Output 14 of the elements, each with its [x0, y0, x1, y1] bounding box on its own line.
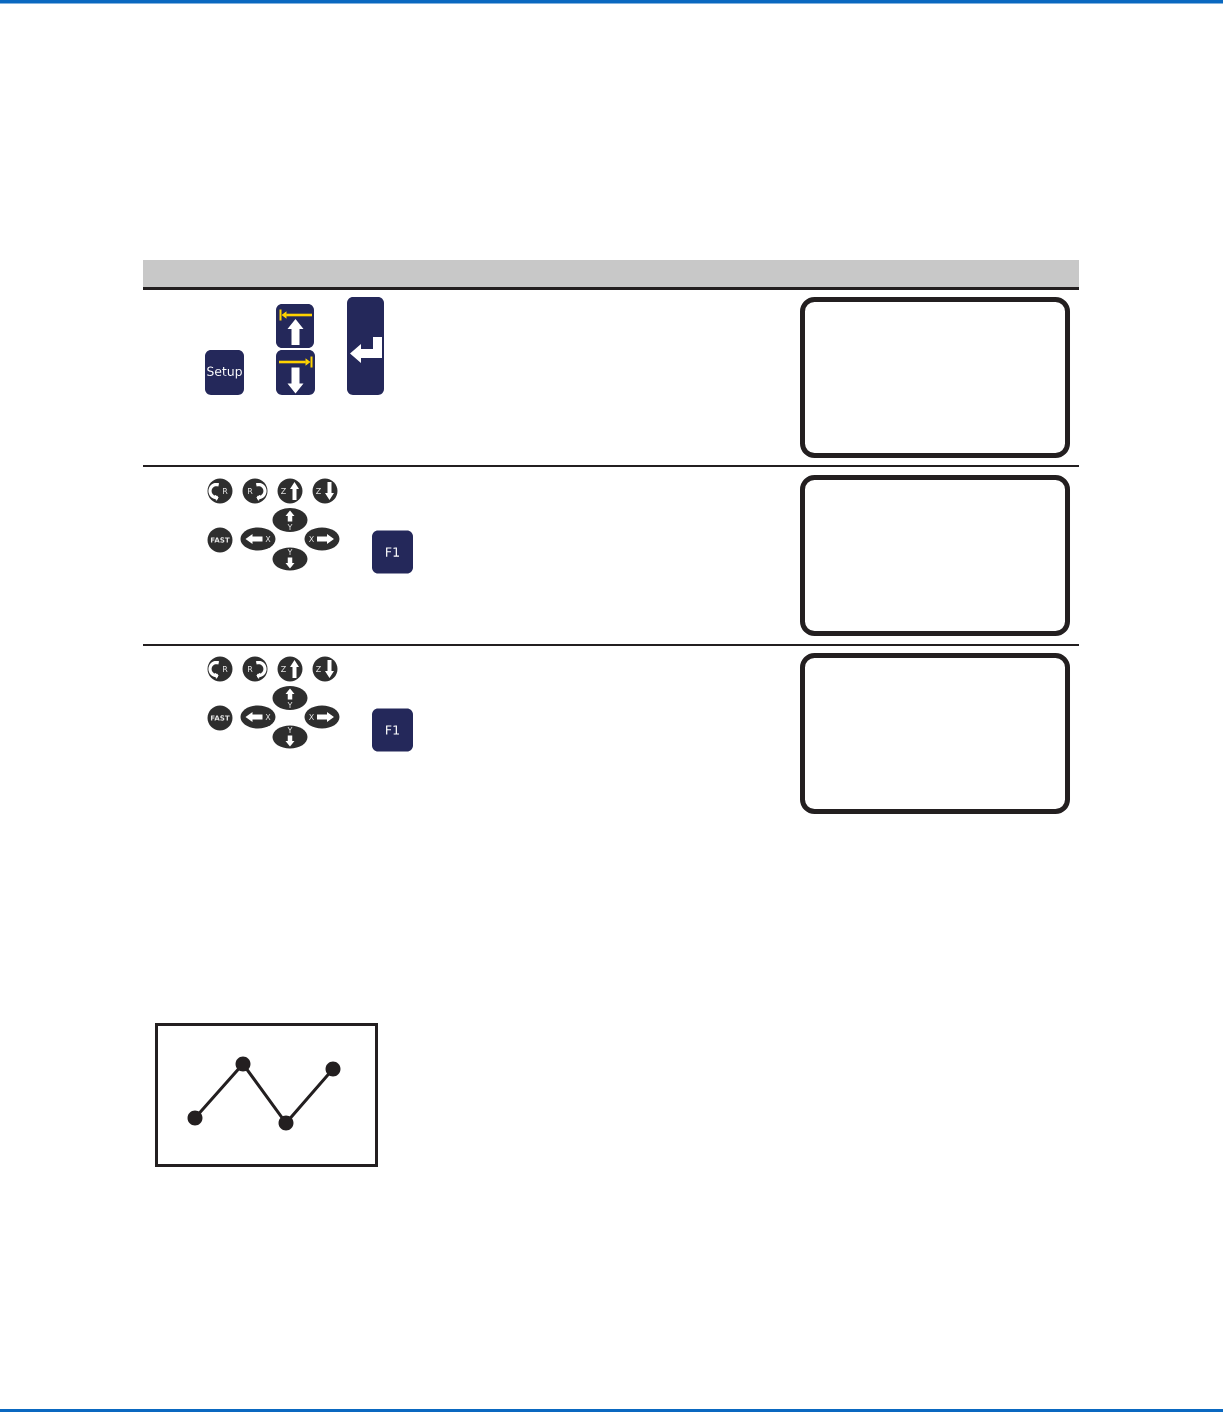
display-screen — [800, 297, 1070, 458]
oval-key: Y — [272, 547, 308, 571]
keypad-key: F1 — [372, 708, 413, 752]
oval-key: Y — [272, 686, 308, 710]
oval-key: Y — [272, 725, 308, 749]
round-key: R — [207, 656, 233, 682]
oval-key: Y — [272, 508, 308, 532]
round-key: R — [207, 478, 233, 504]
display-screen — [800, 653, 1070, 814]
display-screen — [800, 475, 1070, 636]
keypad-key: Setup — [205, 350, 244, 395]
round-key: R — [242, 656, 268, 682]
keypad-key: F1 — [372, 530, 413, 574]
round-key: R — [242, 478, 268, 504]
